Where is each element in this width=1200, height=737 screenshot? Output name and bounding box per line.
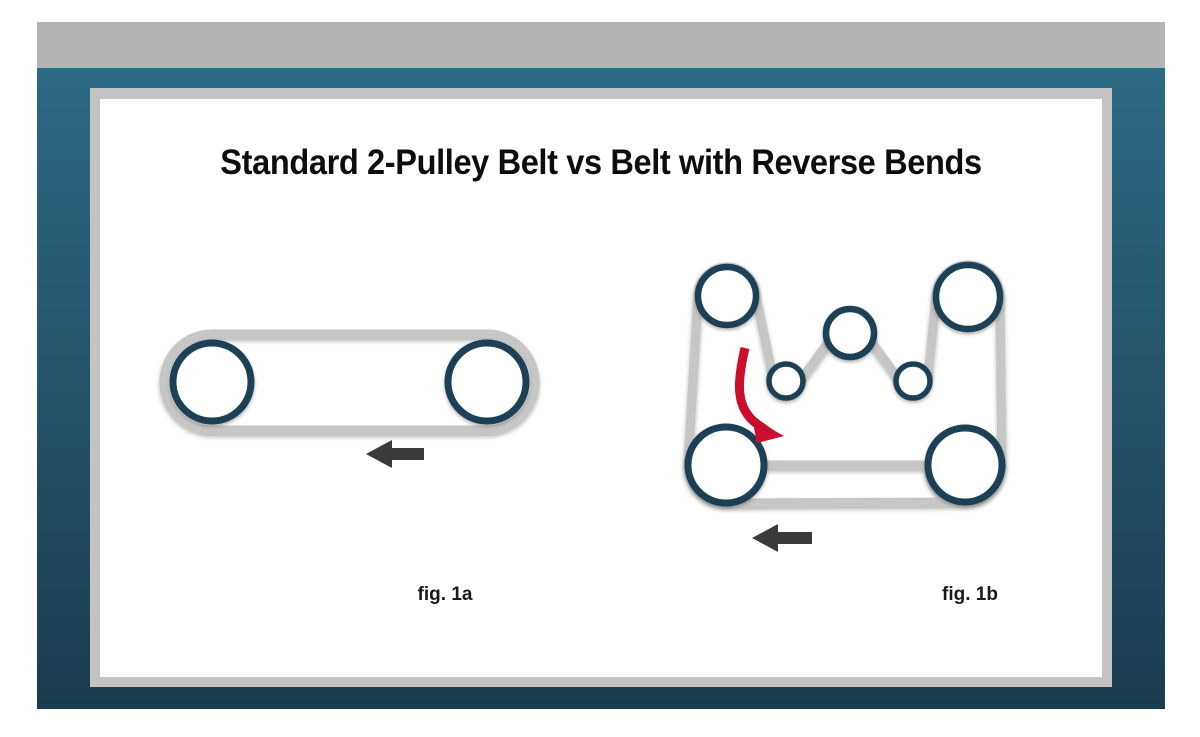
pulley-left — [169, 339, 255, 425]
idler-right — [893, 361, 933, 401]
pulley-top-left — [694, 263, 760, 329]
figure-caption-1a: fig. 1a — [417, 584, 473, 605]
figure-1a-group — [159, 329, 540, 468]
pulley-right — [444, 339, 530, 425]
content-card: Standard 2-Pulley Belt vs Belt with Reve… — [100, 99, 1102, 677]
figure-1b-group — [683, 260, 1007, 552]
direction-arrow-1b — [752, 524, 812, 552]
pulley-group-1a — [169, 339, 530, 425]
pulley-bottom-left — [684, 423, 768, 507]
idler-left — [766, 361, 806, 401]
figure-caption-1b: fig. 1b — [942, 584, 998, 605]
top-gray-band — [37, 22, 1165, 68]
belt-1b — [683, 260, 1007, 508]
pulley-center — [822, 305, 878, 361]
pulley-top-right — [932, 261, 1004, 333]
reverse-bend-arrow — [734, 346, 784, 443]
belt-1a — [159, 329, 540, 435]
direction-arrow-1a — [366, 440, 424, 468]
pulley-group-1b — [684, 261, 1006, 507]
pulley-bottom-right — [924, 424, 1006, 506]
page-title: Standard 2-Pulley Belt vs Belt with Reve… — [220, 143, 982, 182]
